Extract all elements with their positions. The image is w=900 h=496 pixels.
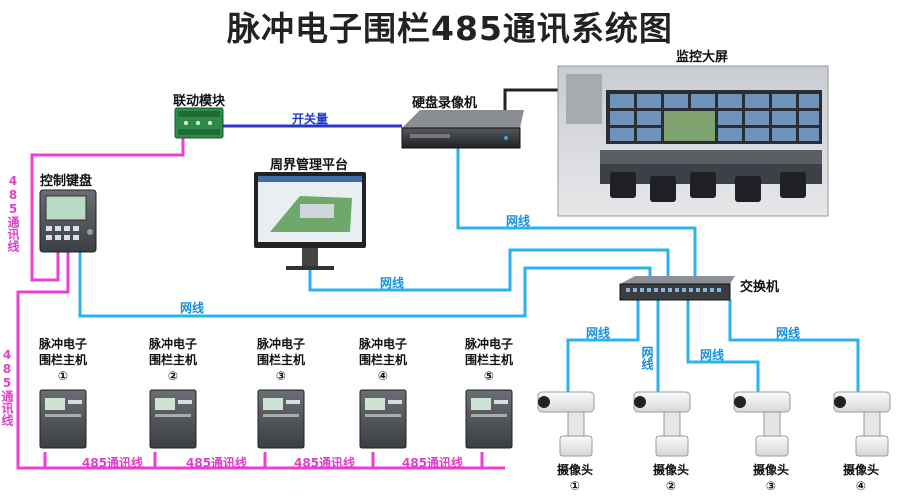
fence-host-line1: 脉冲电子 xyxy=(464,337,513,351)
keyboard-to-switch-net xyxy=(78,250,652,318)
switch-label: 交换机 xyxy=(740,280,780,295)
keyboard-to-linkage-485 xyxy=(30,138,185,282)
camera-num: ① xyxy=(569,479,581,493)
fence-host-num: ② xyxy=(167,369,179,383)
camera-num: ② xyxy=(665,479,677,493)
linkage-module-icon xyxy=(174,107,224,139)
linkage-module-label: 联动模块 xyxy=(173,94,226,109)
fence-host-line2: 围栏主机 xyxy=(256,353,305,367)
nvr-label: 硬盘录像机 xyxy=(412,96,478,111)
video-wall-icon xyxy=(557,65,829,217)
fence-host-line1: 脉冲电子 xyxy=(38,337,87,351)
camera-name: 摄像头 xyxy=(842,463,879,477)
camera-label-3: 摄像头 ③ xyxy=(736,462,806,494)
fence-host-label-1: 脉冲电子 围栏主机 ① xyxy=(23,336,103,384)
fence-host-icons xyxy=(39,389,513,449)
fence-host-num: ⑤ xyxy=(483,369,495,383)
fence-host-label-3: 脉冲电子 围栏主机 ③ xyxy=(241,336,321,384)
camera-name: 摄像头 xyxy=(556,463,593,477)
fence-host-line1: 脉冲电子 xyxy=(148,337,197,351)
camera-label-4: 摄像头 ④ xyxy=(826,462,896,494)
fence-host-num: ③ xyxy=(275,369,287,383)
fence-host-label-2: 脉冲电子 围栏主机 ② xyxy=(133,336,213,384)
camera-label-1: 摄像头 ① xyxy=(540,462,610,494)
rs485-lines xyxy=(16,138,505,470)
camera-icon-4 xyxy=(833,391,891,457)
nvr-to-switch-net xyxy=(456,148,697,278)
camera-num: ④ xyxy=(855,479,867,493)
diagram-title: 脉冲电子围栏485通讯系统图 xyxy=(227,9,673,48)
camera-icon-1 xyxy=(537,391,595,457)
video-wall-label: 监控大屏 xyxy=(676,50,729,65)
rs485-label-keyboard: 485通讯线 xyxy=(6,174,20,252)
fence-host-num: ① xyxy=(57,369,69,383)
fence-host-line2: 围栏主机 xyxy=(38,353,87,367)
nvr-to-wall-line xyxy=(503,88,560,110)
rs485-label-3: 485通讯线 xyxy=(294,456,356,470)
fence-host-icon-2 xyxy=(149,389,197,449)
fence-host-icon-1 xyxy=(39,389,87,449)
camera-label-2: 摄像头 ② xyxy=(636,462,706,494)
net-label-platform: 网线 xyxy=(380,276,405,290)
platform-monitor-icon xyxy=(254,172,366,270)
platform-label: 周界管理平台 xyxy=(270,158,349,173)
fence-host-line2: 围栏主机 xyxy=(148,353,197,367)
camera-name: 摄像头 xyxy=(652,463,689,477)
camera-icon-3 xyxy=(733,391,791,457)
camera-name: 摄像头 xyxy=(752,463,789,477)
net-label-cam4: 网线 xyxy=(776,326,801,340)
control-keyboard-icon xyxy=(39,189,97,253)
camera-icons xyxy=(537,391,891,457)
fence-host-icon-4 xyxy=(359,389,407,449)
fence-host-line2: 围栏主机 xyxy=(464,353,513,367)
network-switch-icon xyxy=(619,276,735,301)
fence-host-icon-3 xyxy=(257,389,305,449)
net-label-nvr: 网线 xyxy=(506,214,531,228)
fence-host-label-5: 脉冲电子 围栏主机 ⑤ xyxy=(449,336,529,384)
switch-signal-label: 开关量 xyxy=(292,112,329,126)
switch-to-cam3-net xyxy=(686,300,760,392)
keyboard-to-hosts-485 xyxy=(16,250,505,470)
fence-host-icon-5 xyxy=(465,389,513,449)
switch-to-cam4-net xyxy=(728,300,860,392)
net-label-cam1: 网线 xyxy=(586,326,611,340)
rs485-label-2: 485通讯线 xyxy=(186,456,248,470)
net-label-keyboard: 网线 xyxy=(180,301,205,315)
rs485-label-hosts: 485通讯线 xyxy=(0,348,14,426)
nvr-icon xyxy=(401,110,524,149)
fence-host-line1: 脉冲电子 xyxy=(256,337,305,351)
fence-host-line2: 围栏主机 xyxy=(358,353,407,367)
camera-num: ③ xyxy=(765,479,777,493)
rs485-label-4: 485通讯线 xyxy=(402,456,464,470)
platform-to-switch-net xyxy=(308,248,670,292)
switch-to-cam1-net xyxy=(566,300,640,392)
fence-host-num: ④ xyxy=(377,369,389,383)
rs485-label-1: 485通讯线 xyxy=(82,456,144,470)
keyboard-label: 控制键盘 xyxy=(40,174,93,189)
camera-icon-2 xyxy=(633,391,691,457)
fence-host-line1: 脉冲电子 xyxy=(358,337,407,351)
host-drops-485 xyxy=(43,452,484,468)
network-lines xyxy=(78,148,860,392)
fence-host-label-4: 脉冲电子 围栏主机 ④ xyxy=(343,336,423,384)
net-label-cam3: 网线 xyxy=(700,348,725,362)
net-label-cam2: 网线 xyxy=(640,346,654,370)
